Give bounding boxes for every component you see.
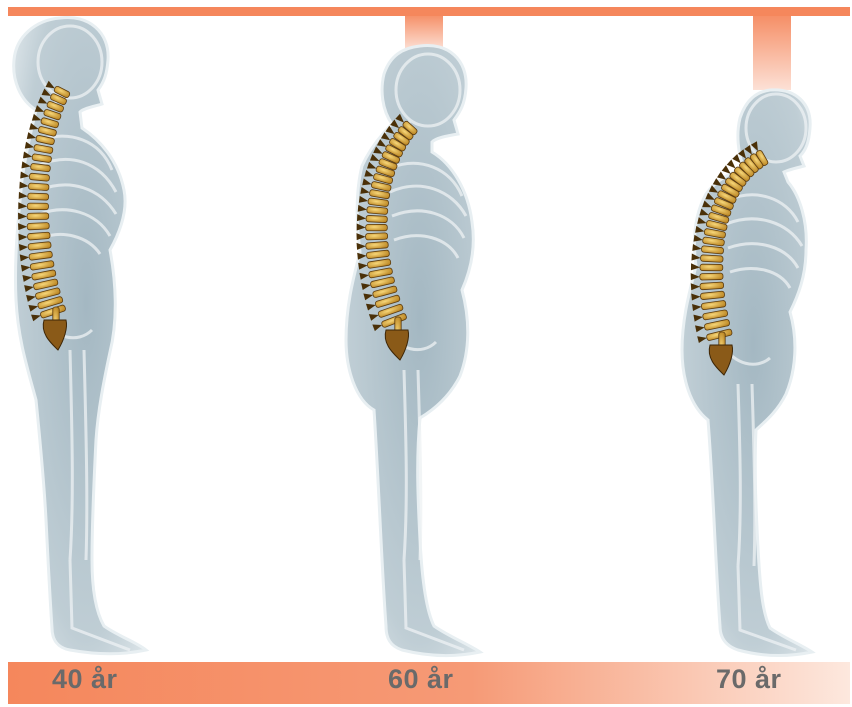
figure-70 [682, 90, 812, 656]
age-label-60: 60 år [388, 664, 454, 695]
figure-60 [346, 45, 480, 655]
height-loss-pillar-70 [753, 14, 791, 90]
age-label-70: 70 år [716, 664, 782, 695]
age-label-40: 40 år [52, 664, 118, 695]
figure-40 [14, 17, 146, 653]
